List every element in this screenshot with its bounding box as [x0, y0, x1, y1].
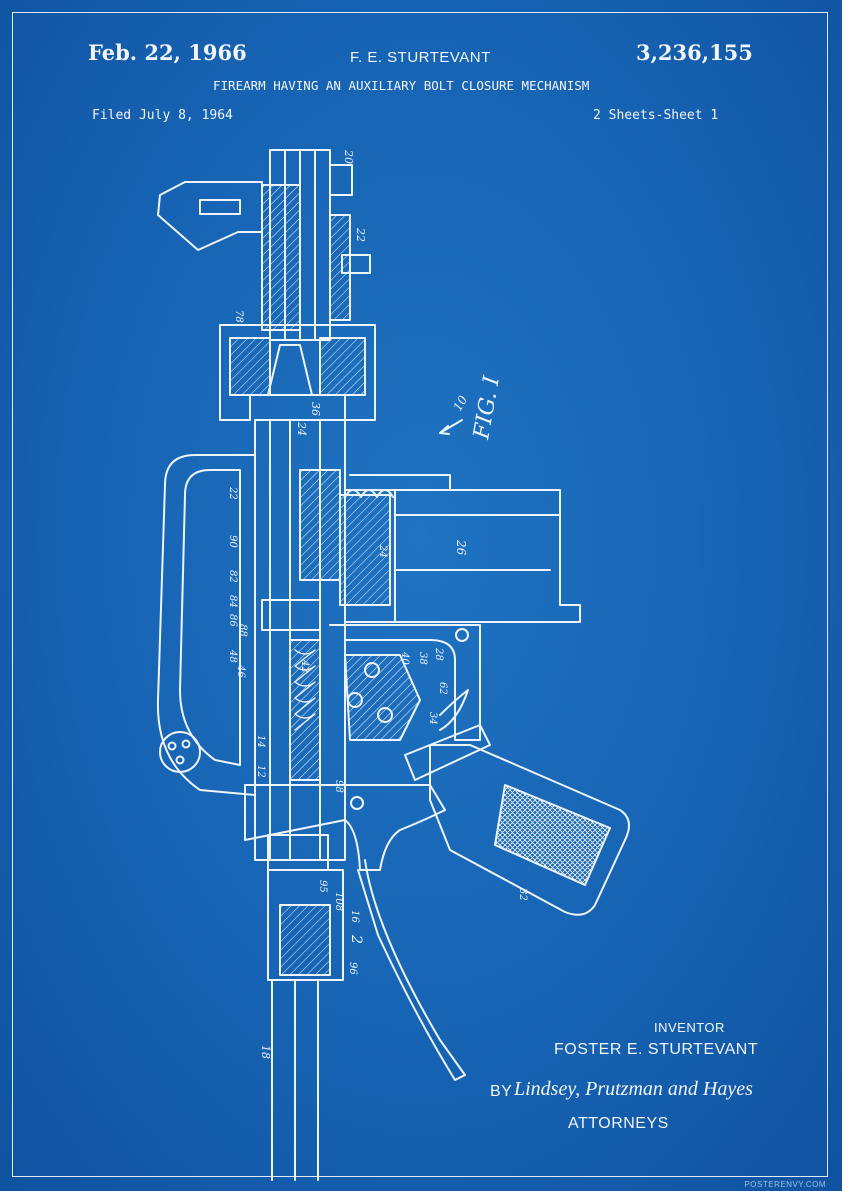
barrel: [269, 149, 371, 341]
ref-label: 90: [227, 535, 238, 548]
ref-label: 26: [454, 539, 468, 556]
ref-label: 34: [427, 712, 438, 725]
ref-label: 78: [233, 310, 244, 323]
trigger-group: [329, 624, 481, 741]
attorney-firm-signature: Lindsey, Prutzman and Hayes: [514, 1078, 753, 1100]
inventor-full-name: FOSTER E. STURTEVANT: [554, 1041, 759, 1058]
ref-label: 22: [227, 486, 238, 500]
inventor-header: F. E. STURTEVANT: [350, 49, 491, 66]
ref-label: 12: [255, 765, 266, 778]
ref-label: 86: [227, 614, 238, 627]
attorneys-label: ATTORNEYS: [568, 1115, 669, 1132]
ref-label: 14: [255, 735, 266, 748]
filed-date: Filed July 8, 1964: [92, 108, 233, 123]
inventor-role: INVENTOR: [654, 1020, 725, 1035]
ref-label: 40: [399, 651, 410, 665]
ref-label: 95: [317, 880, 328, 893]
ref-label: 28: [433, 647, 444, 661]
ref-label: 38: [417, 652, 428, 665]
ref-label: 82: [227, 570, 238, 583]
pistol-grip: [404, 724, 630, 916]
ref-label: 42: [299, 659, 310, 673]
ref-label: 108: [333, 892, 344, 911]
ref-label: 84: [227, 595, 238, 608]
buffer-stock: [267, 869, 344, 1181]
patent-number: 3,236,155: [636, 40, 753, 65]
reference-labels: 78 22 20 36 24 22 90 82 84 86 88 48 46 4…: [227, 149, 528, 1059]
ref-label: 88: [237, 624, 248, 637]
ref-label: 32: [517, 888, 528, 901]
patent-date: Feb. 22, 1966: [88, 40, 247, 65]
gas-block: [219, 324, 376, 421]
ref-label: 46: [235, 664, 246, 678]
lower-receiver: [244, 784, 466, 1081]
ref-label: 24: [377, 544, 388, 558]
receiver: [254, 419, 346, 861]
ref-label: 22: [354, 227, 367, 242]
ref-label: 48: [227, 649, 238, 663]
sheet-border: [12, 12, 828, 1177]
front-sight: [157, 181, 301, 331]
ref-label: 36: [309, 402, 322, 416]
ref-label: 96: [347, 962, 358, 975]
figure-label: FIG. I: [469, 373, 505, 442]
figure-callout: 10 FIG. I: [439, 373, 505, 442]
ref-label: 20: [342, 149, 355, 164]
carry-handle: [156, 454, 256, 796]
sheet-count: 2 Sheets-Sheet 1: [593, 108, 719, 123]
ref-label: 98: [333, 780, 344, 793]
ref-label: 24: [295, 421, 308, 436]
ref-label: 18: [259, 1045, 272, 1059]
watermark: POSTERENVY.COM: [744, 1180, 826, 1189]
ref-label: 2: [348, 934, 364, 944]
ref-label: 62: [437, 682, 448, 695]
by-prefix: BY: [490, 1083, 513, 1100]
patent-title: FIREARM HAVING AN AUXILIARY BOLT CLOSURE…: [213, 78, 590, 93]
ref-main-label: 10: [450, 393, 470, 414]
magazine: [339, 474, 581, 623]
ref-label: 16: [349, 910, 360, 923]
